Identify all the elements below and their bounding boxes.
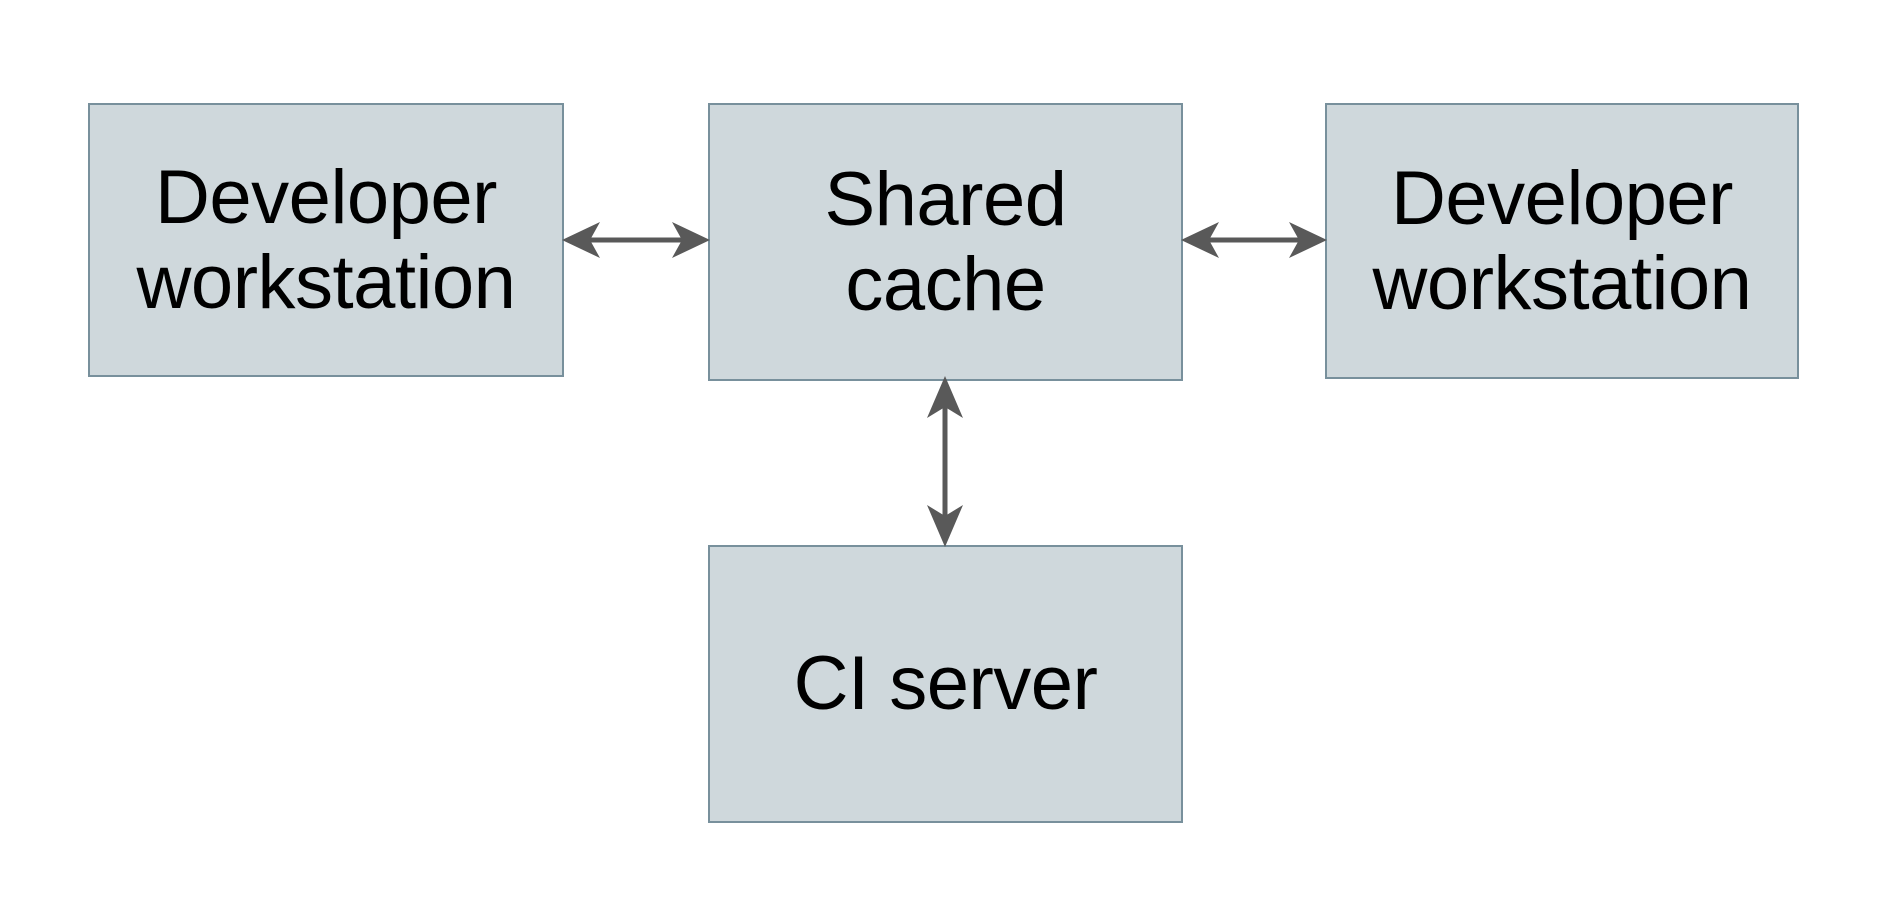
node-label-shared-cache: Shared cache: [824, 156, 1067, 327]
node-shared-cache[interactable]: Shared cache: [708, 103, 1183, 381]
edge-shared-cache-to-developer-workstation-right: [1179, 205, 1329, 275]
double-arrow-vertical-icon: [927, 376, 963, 547]
node-label-developer-workstation-right: Developer workstation: [1372, 155, 1752, 326]
node-developer-workstation-left[interactable]: Developer workstation: [88, 103, 564, 377]
edge-shared-cache-to-ci-server: [910, 374, 980, 549]
edge-developer-workstation-left-to-shared-cache: [560, 205, 712, 275]
node-developer-workstation-right[interactable]: Developer workstation: [1325, 103, 1799, 379]
node-label-developer-workstation-left: Developer workstation: [136, 154, 516, 325]
node-label-ci-server: CI server: [793, 641, 1098, 727]
double-arrow-horizontal-icon: [1181, 222, 1327, 258]
double-arrow-horizontal-icon: [562, 222, 710, 258]
node-ci-server[interactable]: CI server: [708, 545, 1183, 823]
